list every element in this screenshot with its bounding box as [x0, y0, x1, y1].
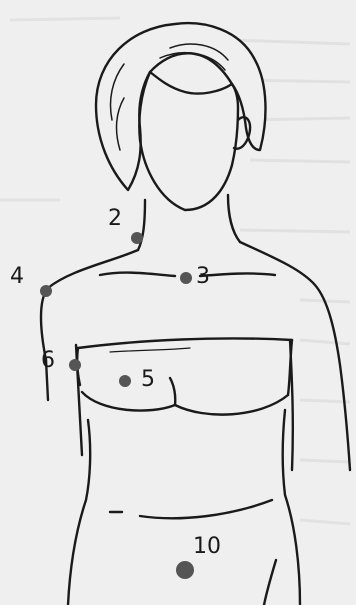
point-label-3: 3 — [196, 266, 210, 288]
bandeau-top — [77, 338, 292, 414]
marker-dot-4 — [40, 285, 52, 297]
point-label-4: 4 — [10, 266, 24, 288]
point-label-2: 2 — [108, 208, 122, 230]
point-label-10: 10 — [193, 536, 221, 558]
hair — [96, 23, 265, 190]
marker-dot-6 — [69, 359, 81, 371]
marker-dot-5 — [119, 375, 131, 387]
marker-dot-3 — [180, 272, 192, 284]
point-label-6: 6 — [41, 350, 55, 372]
marker-dot-10 — [176, 561, 194, 579]
marker-dot-2 — [131, 232, 143, 244]
point-label-5: 5 — [141, 369, 155, 391]
neck-and-torso — [41, 195, 350, 470]
